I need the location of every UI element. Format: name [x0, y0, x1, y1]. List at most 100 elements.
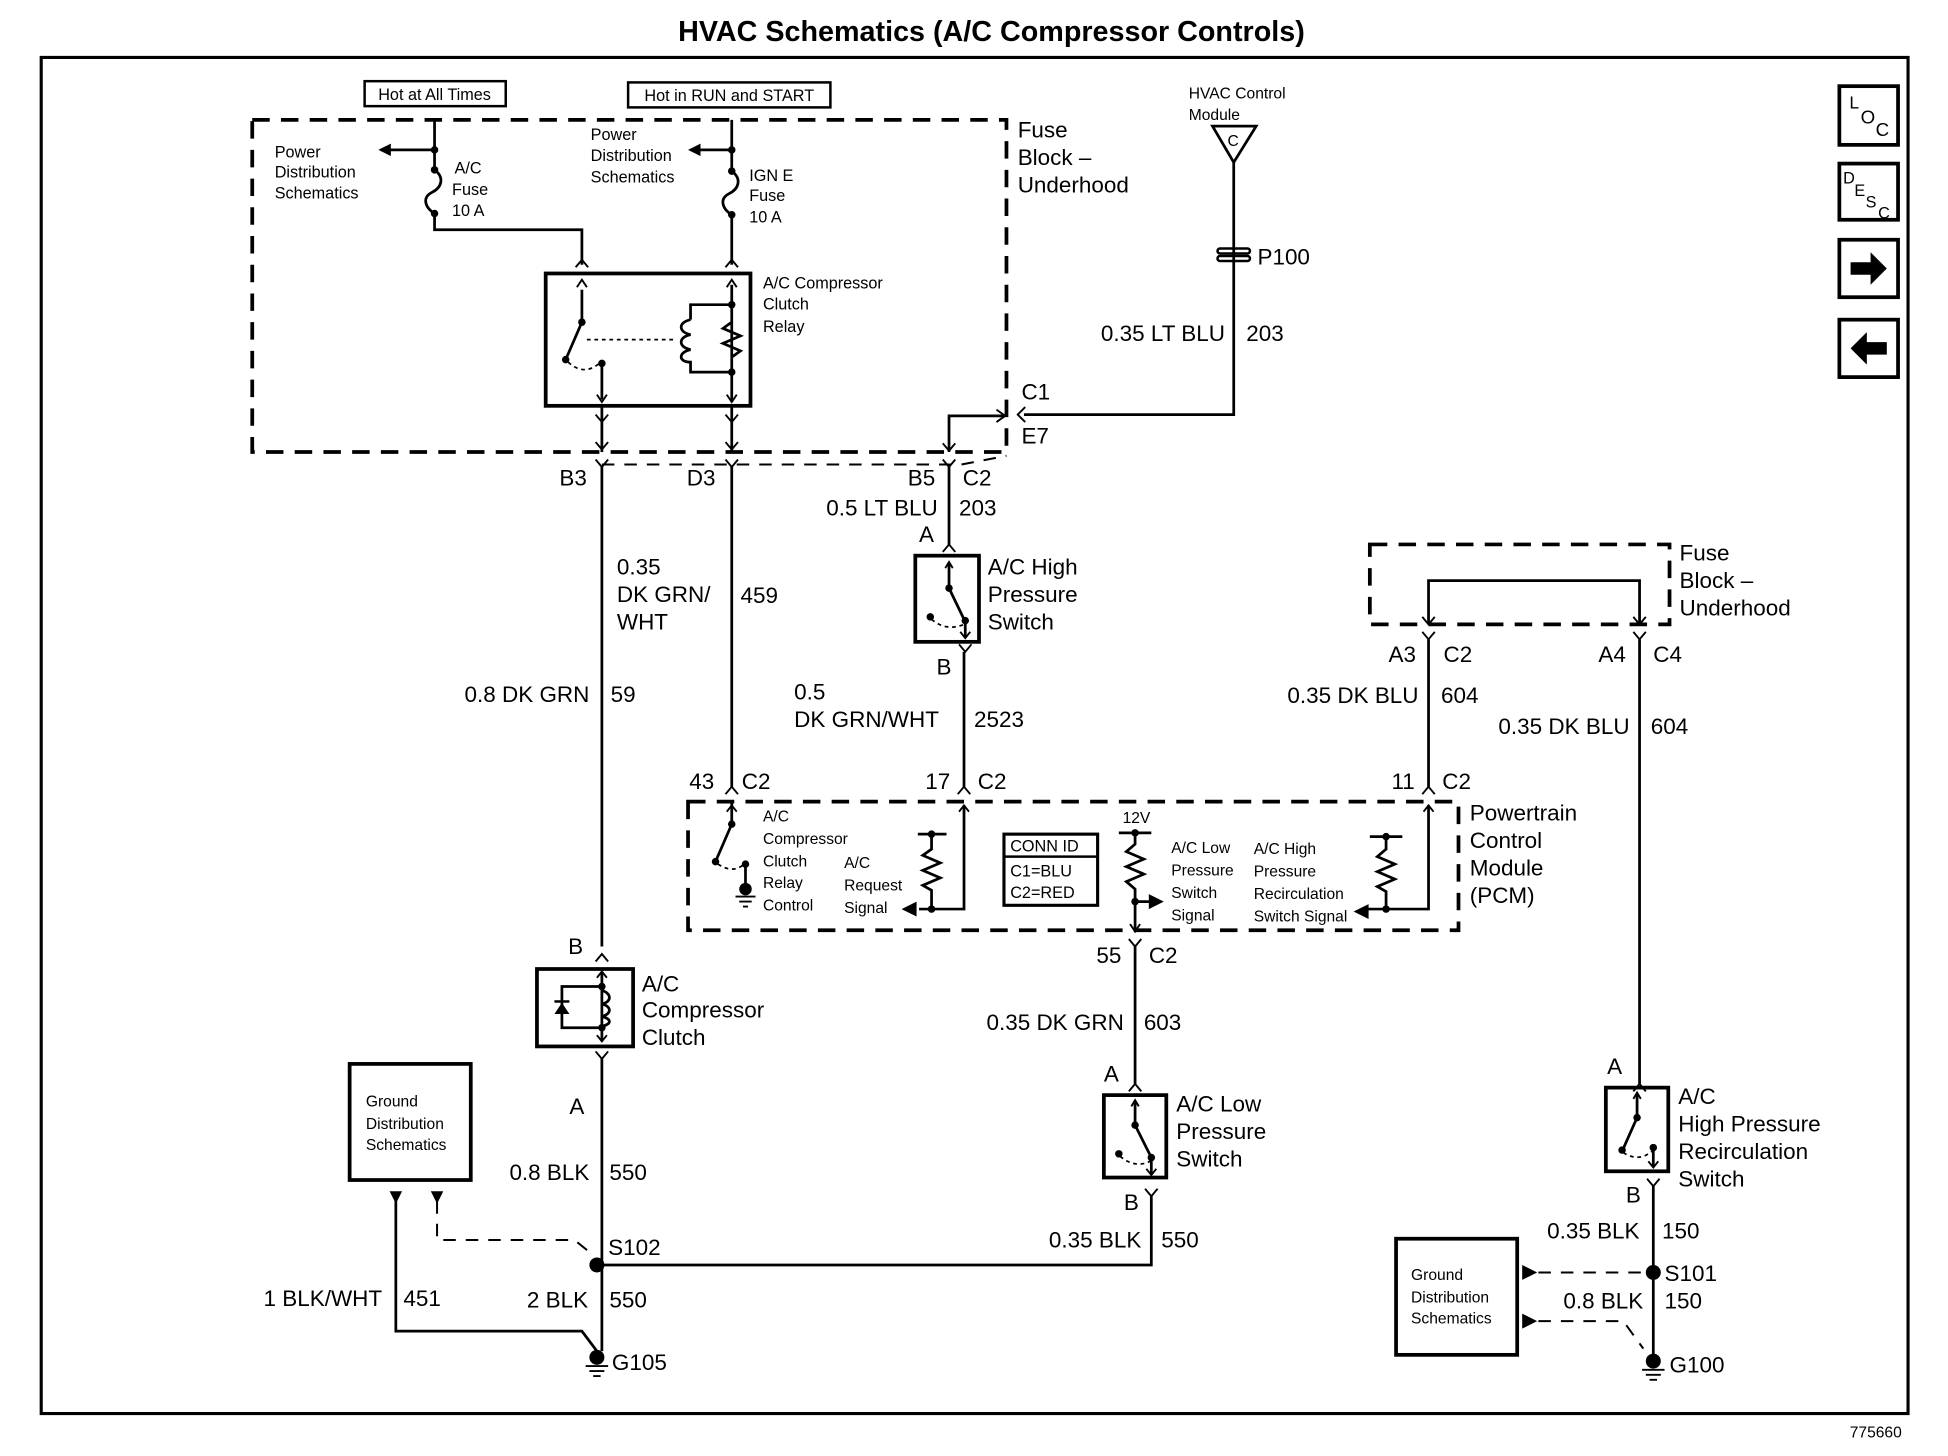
svg-text:A/C: A/C [763, 809, 789, 826]
wire-451-gauge: 1 BLK/WHT [264, 1286, 383, 1311]
hpr-pin-b: B [1626, 1183, 1641, 1208]
svg-text:Module: Module [1189, 107, 1240, 124]
svg-text:Switch: Switch [988, 609, 1054, 634]
loc-button[interactable]: L O C [1837, 84, 1900, 147]
svg-text:Pressure: Pressure [1171, 862, 1233, 879]
ground-distribution-left-button[interactable]: Ground Distribution Schematics [347, 1062, 473, 1182]
splice-p100-label: P100 [1257, 245, 1309, 270]
svg-text:Switch: Switch [1176, 1146, 1242, 1171]
svg-text:Underhood: Underhood [1680, 596, 1791, 621]
wire-603-circuit: 603 [1144, 1010, 1182, 1035]
pin-a4-conn: C4 [1653, 642, 1682, 667]
svg-text:C: C [1878, 205, 1890, 223]
ground-g100-label: G100 [1670, 1352, 1725, 1377]
figure-number: 775660 [1850, 1424, 1902, 1441]
svg-text:Block –: Block – [1018, 145, 1092, 170]
svg-text:Schematics: Schematics [366, 1137, 447, 1154]
lp-switch-label: A/C Low Pressure Switch [1176, 1091, 1266, 1171]
wire-550-b-circuit: 550 [1161, 1227, 1199, 1252]
svg-text:Pressure: Pressure [1176, 1119, 1266, 1144]
wire-604-a-circuit: 604 [1441, 683, 1478, 708]
svg-text:High Pressure: High Pressure [1678, 1111, 1820, 1136]
ground-distribution-right-button[interactable]: Ground Distribution Schematics [1394, 1236, 1520, 1357]
svg-text:Hot at All Times: Hot at All Times [378, 86, 491, 104]
power-dist-left-label: Power Distribution Schematics [275, 143, 359, 202]
ac-fuse-label: A/C Fuse 10 A [452, 160, 488, 220]
pcm-high-signal-label: A/C High Pressure Recirculation Switch S… [1254, 841, 1348, 925]
fuse-block-right-label: Fuse Block – Underhood [1680, 541, 1791, 621]
pin-b5-conn: C2 [963, 466, 992, 491]
wire-150-a-gauge: 0.35 BLK [1547, 1219, 1639, 1244]
svg-text:Switch: Switch [1171, 885, 1217, 902]
pcm-relay-control-label: A/C Compressor Clutch Relay Control [763, 809, 848, 915]
wire-150-b-circuit: 150 [1665, 1289, 1703, 1314]
wire-2523-circuit: 2523 [974, 707, 1024, 732]
svg-text:Control: Control [763, 897, 813, 914]
next-page-button[interactable] [1837, 237, 1900, 300]
pcm-request-label: A/C Request Signal [844, 855, 903, 917]
svg-text:Relay: Relay [763, 875, 803, 892]
wire-604-b-circuit: 604 [1651, 714, 1689, 739]
pin-43: 43 [689, 769, 714, 794]
svg-text:Hot in RUN and START: Hot in RUN and START [644, 87, 814, 105]
svg-text:A/C: A/C [455, 160, 482, 178]
pin-a3-conn: C2 [1444, 642, 1473, 667]
wire-550-a-circuit: 550 [609, 1160, 646, 1185]
svg-text:CONN ID: CONN ID [1010, 838, 1078, 856]
svg-text:Schematics: Schematics [275, 185, 359, 203]
wire-b5-circuit: 203 [959, 496, 996, 521]
svg-text:Distribution: Distribution [1411, 1289, 1489, 1306]
wire-59-gauge: 0.8 DK GRN [465, 682, 590, 707]
hpr-pin-a: A [1607, 1054, 1622, 1079]
conn-id-table: CONN ID C1=BLU C2=RED [1002, 832, 1100, 907]
previous-page-button[interactable] [1837, 317, 1900, 379]
connector-c1: C1 [1021, 380, 1050, 405]
clutch-pin-b: B [568, 934, 583, 959]
wire-459-circuit: 459 [740, 583, 778, 608]
splice-s102-label: S102 [608, 1235, 660, 1260]
clutch-label: A/C Compressor Clutch [642, 971, 765, 1050]
wire-604-a-gauge: 0.35 DK BLU [1287, 683, 1418, 708]
ac-high-pressure-recirculation-switch [1603, 1085, 1671, 1174]
diagram-title: HVAC Schematics (A/C Compressor Controls… [678, 16, 1305, 48]
pin-b5: B5 [908, 466, 935, 491]
ign-fuse-label: IGN E Fuse 10 A [749, 167, 793, 226]
svg-text:DK GRN/WHT: DK GRN/WHT [794, 707, 939, 732]
pin-17-conn: C2 [978, 769, 1007, 794]
svg-text:Signal: Signal [844, 900, 887, 917]
svg-text:Schematics: Schematics [591, 168, 675, 186]
svg-text:D: D [1843, 170, 1855, 188]
splice-p100-icon [1216, 247, 1252, 263]
wire-451-circuit: 451 [403, 1286, 441, 1311]
svg-text:A/C High: A/C High [988, 554, 1078, 579]
hot-at-all-times-label: Hot at All Times [363, 79, 507, 108]
hpr-switch-label: A/C High Pressure Recirculation Switch [1678, 1084, 1820, 1191]
ign-fuse-icon [721, 169, 740, 216]
svg-text:Fuse: Fuse [1018, 117, 1068, 142]
wire-550-b-gauge: 0.35 BLK [1049, 1227, 1141, 1252]
wire-59-circuit: 59 [611, 682, 636, 707]
svg-text:Clutch: Clutch [642, 1025, 706, 1050]
svg-text:10 A: 10 A [452, 202, 485, 220]
desc-button[interactable]: D E S C [1837, 161, 1900, 223]
svg-text:Ground: Ground [366, 1093, 418, 1110]
svg-text:Pressure: Pressure [988, 582, 1078, 607]
hvac-connector-c-icon [1210, 124, 1259, 165]
pin-17: 17 [925, 769, 950, 794]
svg-text:Powertrain: Powertrain [1470, 800, 1577, 825]
svg-text:Compressor: Compressor [763, 831, 848, 848]
pin-a4: A4 [1598, 642, 1625, 667]
svg-text:Recirculation: Recirculation [1678, 1139, 1808, 1164]
ground-g105-icon [585, 1349, 609, 1378]
splice-s101-label: S101 [1665, 1261, 1717, 1286]
svg-text:Signal: Signal [1171, 907, 1214, 924]
hp-pin-a: A [919, 522, 934, 547]
pin-43-conn: C2 [742, 769, 771, 794]
svg-text:O: O [1861, 107, 1876, 128]
pin-11: 11 [1391, 769, 1414, 794]
wire-2523-gauge: 0.5 DK GRN/WHT [794, 679, 939, 731]
ac-low-pressure-switch [1101, 1093, 1169, 1180]
wire-603-gauge: 0.35 DK GRN [986, 1010, 1123, 1035]
svg-text:Block –: Block – [1680, 568, 1754, 593]
